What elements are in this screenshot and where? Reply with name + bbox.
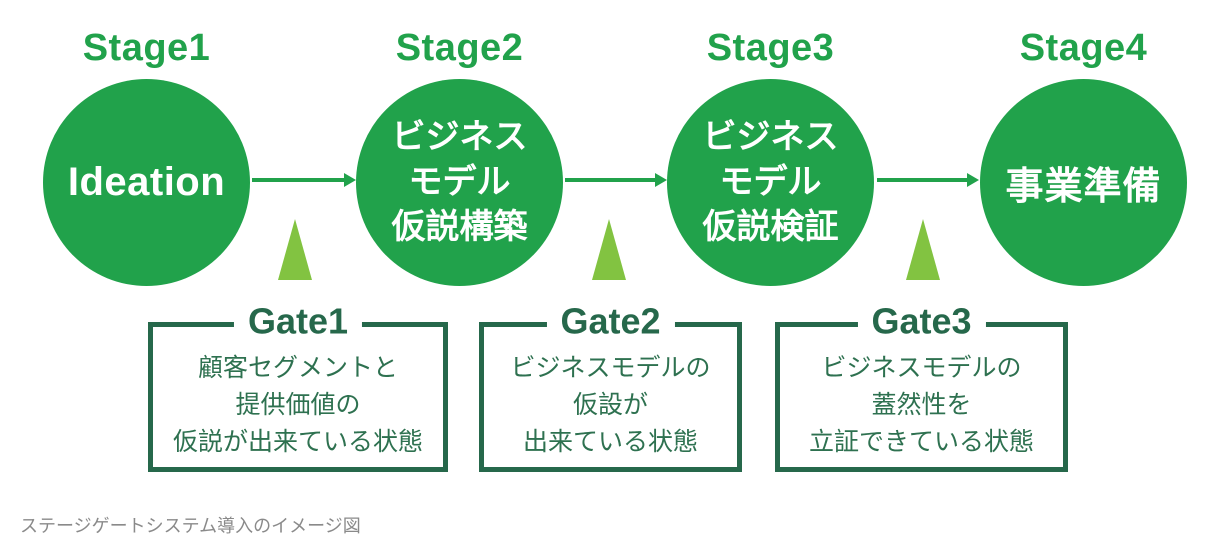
stage2-circle: ビジネス モデル 仮説構築: [356, 79, 563, 286]
stage1-circle: Ideation: [43, 79, 250, 286]
diagram-caption: ステージゲートシステム導入のイメージ図: [20, 516, 361, 536]
stage2-line1: ビジネス: [391, 118, 528, 156]
stage3-line2: モデル: [719, 163, 822, 201]
gate3-line1: ビジネスモデルの: [821, 353, 1022, 382]
gate2-line3: 出来ている状態: [522, 427, 698, 456]
arrow-head-icon: [655, 173, 667, 187]
stage1-title: Stage1: [82, 27, 211, 69]
stage3-line3: 仮説検証: [702, 208, 839, 246]
gate-3: Gate3 ビジネスモデルの 蓋然性を 立証できている状態: [775, 301, 1068, 472]
stage3-circle-text: ビジネス モデル 仮説検証: [703, 115, 839, 250]
gate3-line3: 立証できている状態: [808, 427, 1034, 456]
gate3-title: Gate3: [857, 301, 986, 342]
stage2-line3: 仮説構築: [391, 208, 528, 246]
stage2-title: Stage2: [395, 27, 524, 69]
gate-2: Gate2 ビジネスモデルの 仮設が 出来ている状態: [479, 301, 742, 472]
arrow-head-icon: [967, 173, 979, 187]
stage4-circle-text: 事業準備: [1005, 166, 1162, 208]
stage-3: Stage3 ビジネス モデル 仮説検証: [667, 0, 874, 286]
gate3-triangle-icon: [906, 219, 940, 280]
gate3-description: ビジネスモデルの 蓋然性を 立証できている状態: [780, 327, 1063, 467]
arrow-stage2-to-stage3: [565, 173, 667, 187]
gate-1: Gate1 顧客セグメントと 提供価値の 仮説が出来ている状態: [148, 301, 448, 472]
stage3-title: Stage3: [706, 27, 835, 69]
arrow-stage1-to-stage2: [252, 173, 356, 187]
gate1-line3: 仮説が出来ている状態: [172, 427, 423, 456]
gate3-line2: 蓋然性を: [871, 390, 972, 419]
stage-4: Stage4 事業準備: [980, 0, 1187, 286]
stage-2: Stage2 ビジネス モデル 仮説構築: [356, 0, 563, 286]
gate1-line1: 顧客セグメントと: [197, 353, 398, 382]
gate2-description: ビジネスモデルの 仮設が 出来ている状態: [484, 327, 737, 467]
gate2-triangle-icon: [592, 219, 626, 280]
gate1-line2: 提供価値の: [235, 390, 361, 419]
gate2-title: Gate2: [546, 301, 675, 342]
gate1-triangle-icon: [278, 219, 312, 280]
stage2-line2: モデル: [408, 163, 511, 201]
stage4-circle: 事業準備: [980, 79, 1187, 286]
gate2-line1: ビジネスモデルの: [510, 353, 711, 382]
stage4-title: Stage4: [1019, 27, 1148, 69]
stage3-circle: ビジネス モデル 仮説検証: [667, 79, 874, 286]
arrow-head-icon: [344, 173, 356, 187]
arrow-stage3-to-stage4: [877, 173, 979, 187]
stage1-circle-text: Ideation: [67, 160, 226, 204]
gate1-title: Gate1: [233, 301, 363, 342]
gate2-line2: 仮設が: [572, 390, 648, 419]
stage3-line1: ビジネス: [702, 118, 839, 156]
stage2-circle-text: ビジネス モデル 仮説構築: [392, 115, 528, 250]
stage-1: Stage1 Ideation: [43, 0, 250, 286]
gate1-description: 顧客セグメントと 提供価値の 仮説が出来ている状態: [153, 327, 443, 467]
